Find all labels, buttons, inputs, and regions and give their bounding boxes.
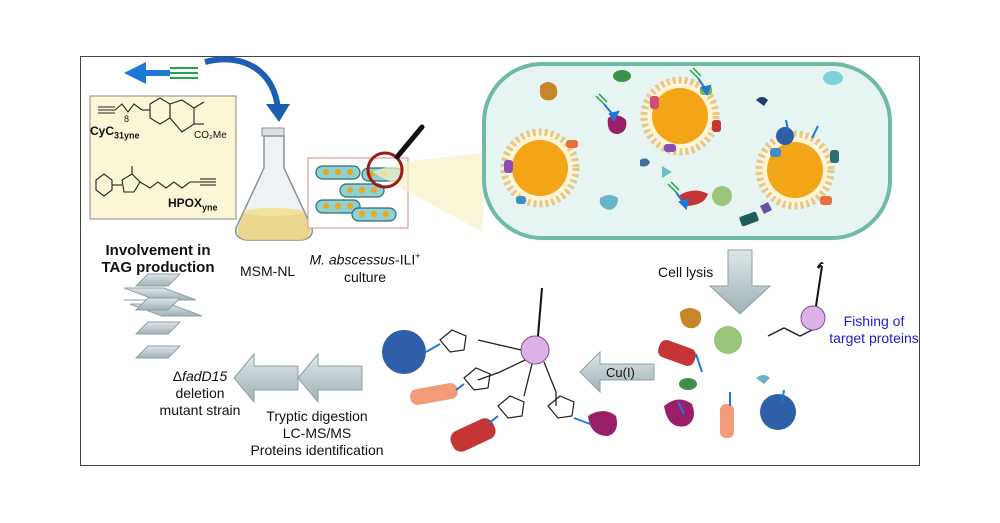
analysis-label: Tryptic digestion LC-MS/MS Proteins iden… <box>250 408 384 458</box>
lipid-droplet <box>500 128 580 208</box>
culture-label: M. abscessus-ILI+ culture <box>309 251 421 285</box>
involvement-label: Involvement in TAG production <box>101 242 215 276</box>
lysate-probes <box>677 353 785 415</box>
hpox-structure <box>95 166 216 197</box>
flask-icon <box>234 127 314 241</box>
cyc-label: CyC31yne <box>90 124 140 141</box>
alkyne-tags <box>595 67 702 193</box>
cyc-index: 8 <box>124 114 130 124</box>
chevron-arrows <box>123 273 203 359</box>
mutant-label: ΔfadD15 deletion mutant strain <box>159 368 241 418</box>
cyc-ester: CO₂Me <box>194 130 227 141</box>
probe-arrow-icon <box>124 62 198 84</box>
lipid-droplet <box>755 130 835 210</box>
curved-arrowhead-icon <box>266 104 290 122</box>
lipid-droplet <box>640 76 720 156</box>
hpox-label: HPOXyne <box>168 196 218 213</box>
process-arrows <box>233 352 363 404</box>
azide-probe <box>767 262 826 337</box>
probe-labels <box>603 77 819 210</box>
cyc-structure <box>98 97 205 133</box>
cu-arrow <box>579 350 655 394</box>
curved-arrow-icon <box>204 56 281 111</box>
lysate-proteins <box>658 308 796 438</box>
cu-label: Cu(I) <box>606 365 635 380</box>
fishing-label: Fishing of target proteins <box>829 313 919 346</box>
cell-lysis-label: Cell lysis <box>658 264 714 280</box>
compounds-box <box>89 95 237 220</box>
flask-label: MSM-NL <box>240 263 296 279</box>
lysis-arrow <box>708 249 772 315</box>
magnifier-icon <box>366 124 425 189</box>
clicked-complex <box>382 287 617 452</box>
